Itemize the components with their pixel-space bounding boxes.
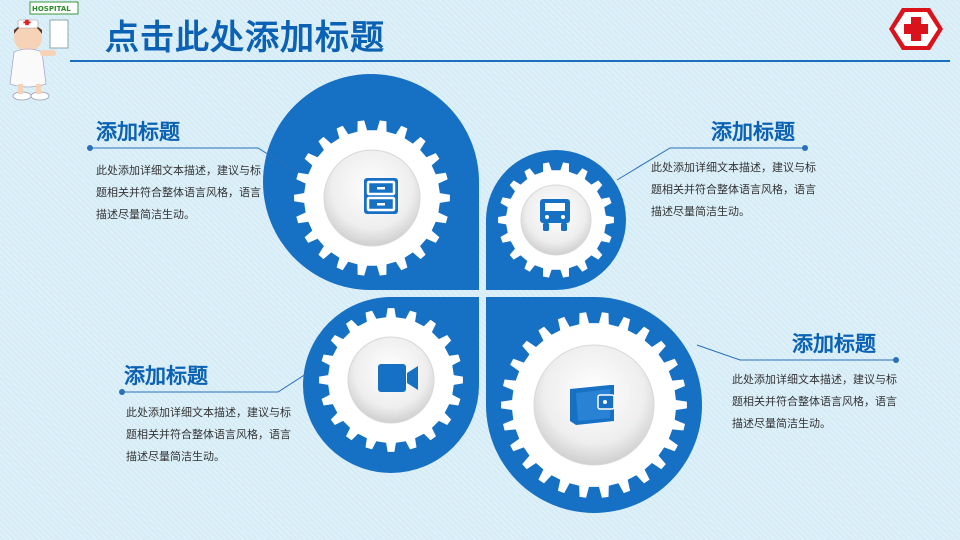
header-divider [70, 60, 950, 62]
block-1-text: 此处添加详细文本描述，建议与标题相关并符合整体语言风格，语言描述尽量简洁生动。 [96, 164, 261, 221]
connector-dot-1 [87, 145, 93, 151]
red-cross-icon [889, 8, 943, 50]
block-3-title: 添加标题 [124, 364, 208, 388]
logo-text: HOSPITAL [32, 5, 71, 13]
connector-line-3 [122, 364, 321, 393]
nurse-logo-icon: HOSPITAL [9, 1, 79, 101]
connector-dot-4 [893, 357, 899, 363]
truck-icon [540, 199, 570, 231]
cabinet-icon [364, 178, 398, 214]
connector-line-1 [90, 147, 297, 173]
block-4-title: 添加标题 [792, 332, 876, 356]
block-2-text: 此处添加详细文本描述，建议与标题相关并符合整体语言风格，语言描述尽量简洁生动。 [651, 161, 816, 218]
block-3-text: 此处添加详细文本描述，建议与标题相关并符合整体语言风格，语言描述尽量简洁生动。 [126, 406, 291, 463]
page-title: 点击此处添加标题 [105, 18, 385, 58]
connector-dot-3 [119, 389, 125, 395]
video-camera-icon [378, 364, 418, 392]
block-4-text: 此处添加详细文本描述，建议与标题相关并符合整体语言风格，语言描述尽量简洁生动。 [732, 373, 897, 430]
wallet-icon [570, 385, 615, 425]
connector-line-4 [696, 344, 896, 361]
block-2-title: 添加标题 [711, 120, 795, 144]
connector-line-2 [616, 147, 805, 181]
block-1-title: 添加标题 [96, 120, 180, 144]
connector-dot-2 [802, 145, 808, 151]
